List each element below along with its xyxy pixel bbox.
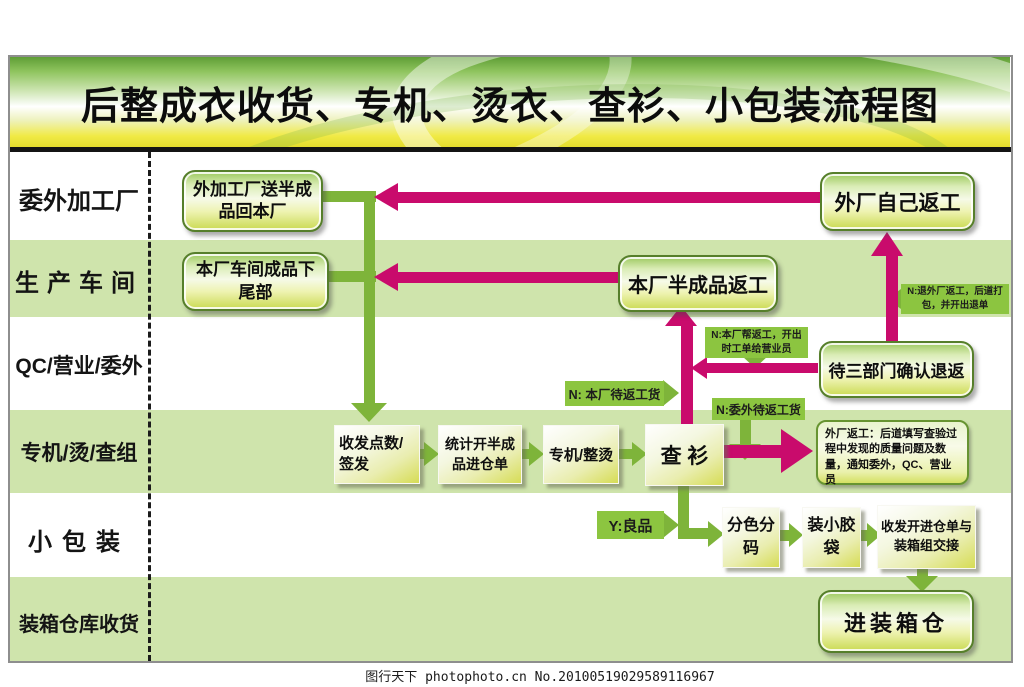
box-ext-rework-note: 外厂返工：后道填写查验过程中发现的质量问题及数量，通知委外，QC、营业员 [816,420,969,486]
arrow-green-head-right [529,442,544,466]
title-divider [8,147,1013,152]
box-receive-count-sign: 收发点数/签发 [334,425,420,484]
label-n-return-ext-factory: N:退外厂返工，后道打包，并开出退单 [901,284,1009,314]
arrow-green-line [917,568,928,577]
arrow-green-line [678,485,689,534]
arrow-green-line [678,528,709,539]
box-check-shirt: 查 衫 [645,424,724,486]
box-machine-iron: 专机/整烫 [543,425,619,484]
arrow-green-line [618,449,632,459]
page-title: 后整成衣收货、专机、烫衣、查衫、小包装流程图 [80,85,939,128]
arrow-green-head-right [708,521,724,547]
box-own-half-rework: 本厂半成品返工 [618,255,778,312]
arrow-magenta-head-left [374,183,398,211]
box-small-poly-bag: 装小胶袋 [802,507,861,568]
box-stats-warehouse-slip: 统计开半成品进仓单 [438,425,522,484]
box-into-carton: 进装箱仓 [818,590,974,653]
arrow-magenta-line [886,256,898,342]
row-label-outsource-factory: 委外加工厂 [19,188,139,215]
arrow-magenta-head-up [871,232,903,256]
arrow-green-line [860,530,868,541]
arrow-magenta-line [681,326,693,426]
box-sort-color-size: 分色分码 [722,507,780,568]
arrow-magenta-line [398,192,820,203]
box-workshop-tail: 本厂车间成品下尾部 [182,252,329,311]
row-label-carton-warehouse: 装箱仓库收货 [19,614,139,636]
arrow-green-line [310,191,376,202]
box-handover-slip: 收发开进仓单与装箱组交接 [877,505,976,569]
arrow-magenta-line [723,445,781,458]
row-label-production-workshop: 生产车间 [15,270,143,297]
label-n-own-help-rework: N:本厂帮返工，开出时工单给营业员 [705,327,808,358]
arrow-green-head-right [663,512,679,538]
arrow-green-line [740,419,751,445]
label-y-good-product: Y:良品 [597,511,664,539]
arrow-green-line [310,271,376,282]
arrow-green-head-right [663,380,679,406]
arrow-magenta-head-left [691,357,707,379]
box-ext-factory-self-rework: 外厂自己返工 [820,172,975,231]
arrow-green-line [364,191,375,403]
label-n-own-pending-rework: N: 本厂待返工货 [565,381,664,406]
row-label-small-packing: 小包装 [28,529,130,556]
arrow-magenta-head-right [781,429,813,473]
box-factory-return-half: 外加工厂送半成品回本厂 [182,170,323,232]
watermark: 图行天下 photophoto.cn No.201005190295891169… [365,670,715,685]
arrow-green-head-down [351,403,387,422]
arrow-green-head-right [789,523,803,547]
label-n-outsource-pending-rework: N:委外待返工货 [712,398,805,420]
box-await-three-dept-confirm: 待三部门确认退返 [819,341,974,398]
title-band: 后整成衣收货、专机、烫衣、查衫、小包装流程图 [10,57,1010,147]
arrow-magenta-head-left [374,263,398,291]
arrow-green-line [515,449,529,459]
row-label-qc-sales-outsource: QC/营业/委外 [15,355,143,378]
arrow-green-head-right [632,442,647,466]
arrow-green-line [778,530,790,541]
arrow-green-head-right [424,442,439,466]
arrow-magenta-line [707,363,818,373]
arrow-green-head-down [906,576,938,592]
lane-separator [148,152,151,661]
arrow-magenta-line [398,272,618,283]
row-label-machine-iron-check: 专机/烫/查组 [20,442,138,465]
